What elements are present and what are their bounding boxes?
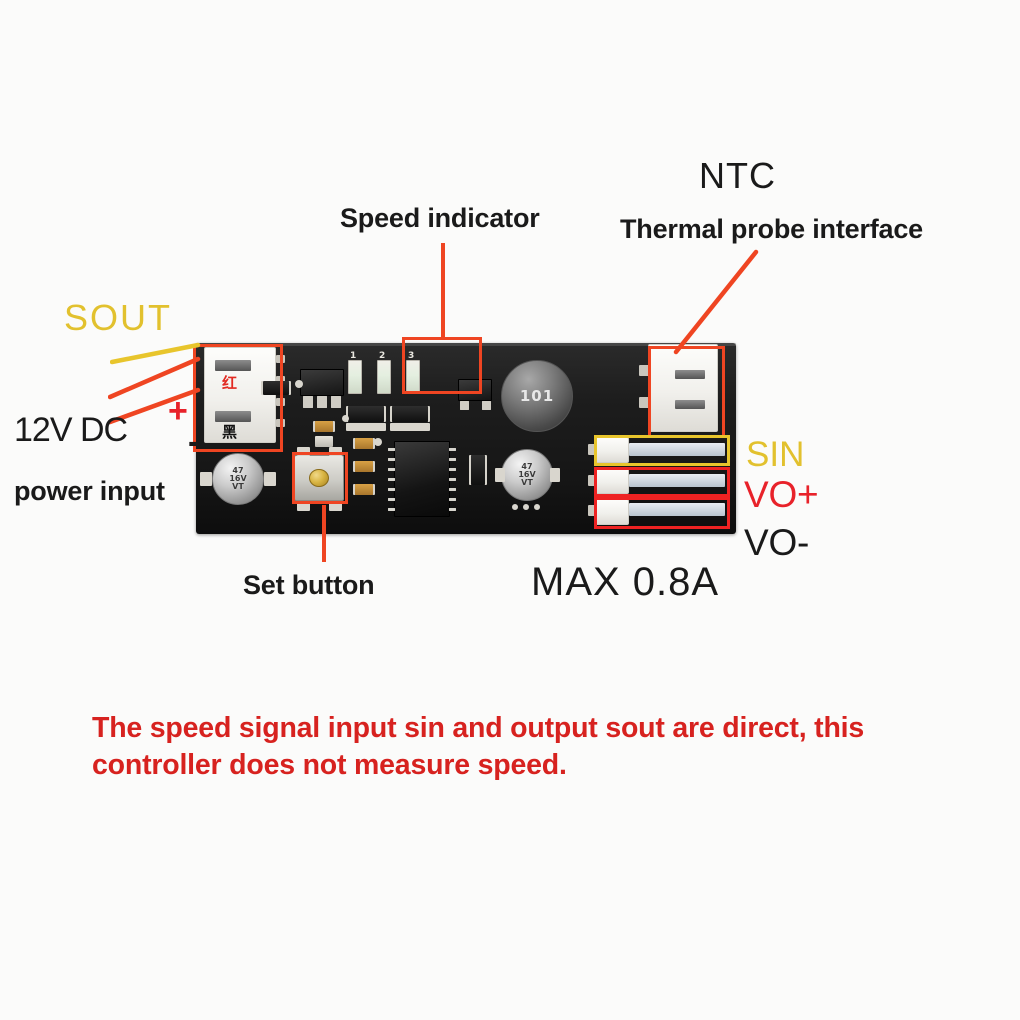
solder-pad [297,501,310,511]
capacitor-left: 47 16V VT [212,453,264,505]
vominus-output-connector [595,499,629,525]
speed-led-3 [406,360,420,394]
connector-pin [276,419,285,427]
set-button-component[interactable] [294,455,344,501]
smd-component [315,421,333,432]
label-sin: SIN [746,435,805,474]
voplus-trace [629,474,725,487]
silkscreen-led-3: 3 [408,351,415,361]
smd-component [355,438,373,449]
sin-output-connector [595,437,629,463]
connector-pin [588,444,597,455]
label-thermal-probe: Thermal probe interface [620,214,923,244]
inductor-code: 101 [519,387,555,405]
voltage-regulator [300,369,344,396]
regulator-lead [317,396,327,408]
speed-led-2 [377,360,391,394]
via [342,415,349,422]
controller-ic [388,441,456,517]
label-vo-minus: VO- [744,522,810,563]
connector-pin [588,505,597,516]
label-sout: SOUT [64,297,173,338]
solder-pad [390,423,430,431]
button-plunger [308,468,330,488]
connector-pin [588,475,597,486]
regulator-lead [303,396,313,408]
silkscreen-led-2: 2 [379,351,386,361]
connector-pin [639,397,650,408]
regulator-lead [331,396,341,408]
resistor-array [392,406,428,422]
test-point [512,504,518,510]
smd-component [315,436,333,447]
leader-line-power-lower [108,387,201,425]
sin-trace [629,443,725,456]
test-point [534,504,540,510]
silkscreen-led-1: 1 [350,351,357,361]
speed-led-1 [348,360,362,394]
power-input-connector [204,347,276,443]
label-speed-indicator: Speed indicator [340,203,540,233]
warning-note: The speed signal input sin and output so… [92,712,865,782]
solder-pad [346,423,386,431]
leader-line-speed-indicator [441,243,445,339]
capacitor-code: VT [521,478,533,488]
smd-component [355,461,373,472]
smd-component [355,484,373,495]
label-max-current: MAX 0.8A [531,560,720,604]
diode-smd [471,455,485,485]
solder-pad [200,472,212,486]
label-polarity-minus: - [188,423,200,461]
capacitor-voltage: 16V [229,473,247,483]
via [295,380,303,388]
power-inductor: 101 [501,360,573,432]
leader-line-power-upper [108,356,201,400]
capacitor-right: 47 16V VT [501,449,553,501]
mosfet-lead [482,401,491,410]
silkscreen-black-wire: 黑 [222,423,238,441]
label-vo-plus: VO+ [744,474,819,515]
pcb-board-photo: 红 黑 47 16V VT 1 2 3 [196,343,736,534]
silkscreen-red-wire: 红 [222,374,238,392]
voplus-output-connector [595,468,629,494]
solder-pad [495,468,505,482]
solder-pad [329,447,342,456]
test-point [523,504,529,510]
resistor-array [348,406,384,422]
label-ntc: NTC [699,155,776,196]
connector-pin [639,365,650,376]
diode-smd [263,381,289,395]
mosfet-smd [458,379,492,401]
label-set-button: Set button [243,570,375,600]
label-polarity-plus: + [168,392,188,430]
leader-line-set-button [322,505,326,562]
capacitor-voltage: 16V [518,469,536,479]
connector-pin [276,355,285,363]
solder-pad [264,472,276,486]
solder-pad [297,447,310,456]
leader-line-sout [110,342,201,365]
vominus-trace [629,503,725,516]
capacitor-value: 47 [521,461,533,471]
label-power-input: power input [14,476,165,506]
label-12v-dc: 12V DC [14,411,128,449]
leader-line-ntc [673,249,759,355]
mosfet-lead [460,401,469,410]
connector-pin [276,398,285,406]
capacitor-value: 47 [232,465,244,475]
solder-pad [550,468,560,482]
via [374,438,382,446]
solder-pad [329,501,342,511]
capacitor-code: VT [232,482,244,492]
